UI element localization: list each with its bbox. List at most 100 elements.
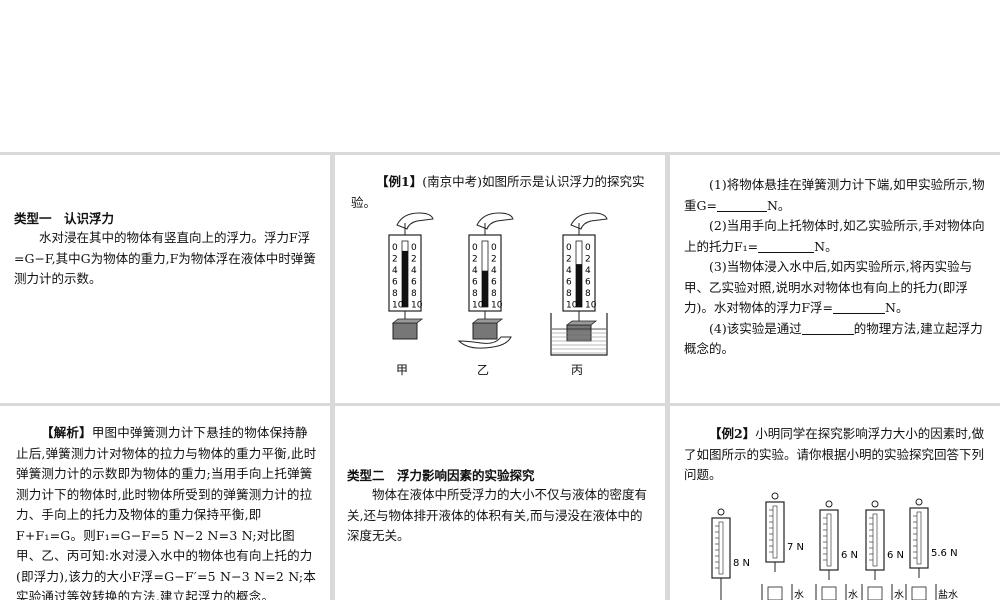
scale-mark-left: 10	[566, 301, 578, 311]
scale-mark-left: 8	[392, 289, 398, 299]
scale-mark-left: 8	[566, 289, 572, 299]
scale-ring	[915, 498, 923, 506]
card-type-two: 类型二 浮力影响因素的实验探究 物体在液体中所受浮力的大小不仅与液体的密度有关,…	[335, 406, 665, 600]
label-yi: 乙	[477, 363, 490, 377]
spring-scale-exp-0: 8 N	[711, 508, 750, 600]
scale-mark-right: 0	[585, 243, 591, 253]
immersed-block	[767, 586, 783, 600]
label-jia: 甲	[396, 363, 409, 377]
analysis-tag: 【解析】	[41, 425, 92, 440]
beaker	[815, 584, 847, 600]
scale-mark-right: 10	[585, 301, 597, 311]
answer-blank-2[interactable]	[758, 238, 815, 253]
card-questions: (1)将物体悬挂在弹簧测力计下端,如甲实验所示,物重G=N。 (2)当用手向上托…	[670, 155, 1000, 403]
beaker	[550, 313, 608, 356]
scale-mark-left: 4	[392, 266, 398, 276]
scale-mark-right: 6	[491, 278, 497, 288]
example-2-tag: 【例2】	[709, 426, 756, 441]
holding-hand-icon	[396, 212, 434, 230]
scale-mark-left: 10	[392, 301, 404, 311]
hanging-block	[472, 322, 498, 340]
water	[552, 329, 606, 354]
card-type-one: 类型一 认识浮力 水对浸在其中的物体有竖直向上的浮力。浮力F浮=G−F,其中G为…	[0, 155, 330, 403]
type-two-heading: 类型二 浮力影响因素的实验探究	[347, 468, 535, 483]
hanging-block	[392, 322, 418, 340]
immersed-block	[821, 586, 837, 600]
holding-hand-icon	[476, 212, 514, 230]
block-top-face	[565, 320, 598, 326]
scale-tube	[772, 505, 778, 559]
liquid-label: 水	[894, 589, 904, 600]
holding-hand-icon	[570, 212, 608, 230]
scale-mark-left: 2	[472, 255, 478, 265]
answer-blank-1[interactable]	[716, 197, 767, 212]
example-1-tag: 【例1】	[376, 174, 423, 189]
block-top-face	[391, 318, 424, 324]
beaker	[761, 584, 793, 600]
scale-tube	[872, 513, 878, 567]
immersed-block	[911, 586, 927, 600]
type-one-body: 水对浸在其中的物体有竖直向上的浮力。浮力F浮=G−F,其中G为物体的重力,F为物…	[14, 230, 316, 286]
question-4: (4)该实验是通过的物理方法,建立起浮力概念的。	[684, 320, 983, 357]
scale-reading: 5.6 N	[931, 548, 958, 559]
label-bing: 丙	[571, 363, 584, 377]
scale-mark-left: 0	[392, 243, 398, 253]
scale-mark-left: 6	[392, 278, 398, 288]
type-two-body: 物体在液体中所受浮力的大小不仅与液体的密度有关,还与物体排开液体的体积有关,而与…	[347, 487, 648, 543]
scale-reading: 7 N	[787, 542, 804, 553]
scale-mark-right: 2	[585, 255, 591, 265]
example-2-intro: 【例2】小明同学在探究影响浮力大小的因素时,做了如图所示的实验。请你根据小明的实…	[684, 424, 990, 486]
scale-mark-right: 0	[491, 243, 497, 253]
spring-scale-exp-4: 5.6 N 盐水	[905, 498, 958, 600]
beaker	[861, 584, 893, 600]
scale-mark-left: 0	[566, 243, 572, 253]
liquid-label: 水	[848, 589, 858, 600]
scale-ring	[717, 508, 725, 516]
buoyancy-experiment-figure: 8 N 7 N 水 6 N 水 6 N 水 5.6 N 盐水	[711, 492, 958, 600]
scale-mark-right: 10	[411, 301, 423, 311]
scale-mark-left: 4	[472, 266, 478, 276]
scale-mark-left: 2	[392, 255, 398, 265]
example-2-text: 小明同学在探究影响浮力大小的因素时,做了如图所示的实验。请你根据小明的实验探究回…	[684, 426, 985, 482]
scale-mark-left: 0	[472, 243, 478, 253]
scale-ring	[771, 492, 779, 500]
example-1-intro: 【例1】(南京中考)如图所示是认识浮力的探究实验。	[351, 172, 651, 213]
example-1-text: (南京中考)如图所示是认识浮力的探究实验。	[351, 174, 645, 210]
scale-tube	[916, 511, 922, 565]
scale-mark-right: 4	[585, 266, 591, 276]
scale-indicator	[576, 264, 582, 307]
answer-blank-3[interactable]	[833, 299, 886, 314]
spring-scale-exp-2: 6 N 水	[815, 500, 858, 600]
answer-blank-4[interactable]	[801, 320, 854, 335]
scale-mark-right: 6	[585, 278, 591, 288]
scale-mark-right: 4	[491, 266, 497, 276]
scale-reading: 6 N	[841, 550, 858, 561]
scale-mark-right: 8	[491, 289, 497, 299]
scale-mark-left: 2	[566, 255, 572, 265]
scale-indicator	[482, 270, 488, 307]
scale-tube	[718, 521, 724, 575]
scale-mark-left: 10	[472, 301, 484, 311]
scale-mark-right: 0	[411, 243, 417, 253]
spring-scale-exp-1: 7 N 水	[761, 492, 804, 600]
scale-reading: 8 N	[733, 558, 750, 569]
scale-mark-left: 6	[472, 278, 478, 288]
type-one-heading: 类型一 认识浮力	[14, 211, 115, 226]
immersed-block	[867, 586, 883, 600]
liquid-label: 盐水	[938, 588, 958, 600]
beaker	[905, 584, 937, 600]
scale-reading: 6 N	[887, 550, 904, 561]
scale-mark-left: 6	[566, 278, 572, 288]
question-1: (1)将物体悬挂在弹簧测力计下端,如甲实验所示,物重G=N。	[684, 177, 985, 213]
questions-block: (1)将物体悬挂在弹簧测力计下端,如甲实验所示,物重G=N。 (2)当用手向上托…	[684, 175, 988, 360]
scale-mark-right: 10	[491, 301, 503, 311]
question-3: (3)当物体浸入水中后,如丙实验所示,将丙实验与甲、乙实验对照,说明水对物体也有…	[684, 259, 973, 315]
scale-tube	[826, 513, 832, 567]
block-top-face	[471, 318, 504, 324]
liquid-label: 水	[794, 589, 804, 600]
